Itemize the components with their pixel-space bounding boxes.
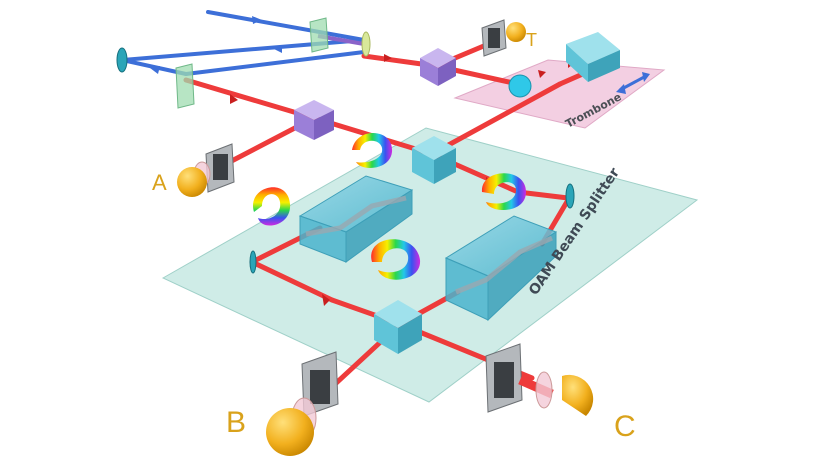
trombone-prism xyxy=(566,32,620,82)
oam-phase-icon-4 xyxy=(371,239,421,280)
label-detector-b: B xyxy=(226,406,246,439)
oam-phase-icon-1 xyxy=(352,132,393,168)
detector-t xyxy=(481,19,526,57)
detector-a xyxy=(177,143,235,197)
trombone-arrow-icon xyxy=(616,72,650,94)
dove-prism-lower xyxy=(444,215,558,322)
label-detector-c: C xyxy=(614,410,636,443)
trombone-ball xyxy=(508,74,532,98)
oam-phase-icon-2 xyxy=(252,187,291,226)
label-detector-t: T xyxy=(526,30,537,50)
blue-beam-arrows xyxy=(150,16,282,74)
purple-cube-left xyxy=(294,100,334,140)
blue-mirror-left xyxy=(116,47,128,73)
label-detector-a: A xyxy=(152,170,167,195)
mirror-right xyxy=(565,183,575,209)
beam-splitter-cube-top xyxy=(412,136,456,184)
detector-b xyxy=(266,351,339,456)
trombone-plate xyxy=(453,59,666,129)
oam-phase-icon-3 xyxy=(481,173,526,211)
mirror-left-bottom xyxy=(249,250,257,274)
wave-plate-2 xyxy=(175,63,195,109)
beam-splitter-cube-bottom xyxy=(374,300,422,354)
lens-top xyxy=(361,31,371,57)
dove-prism-upper xyxy=(298,175,414,263)
detector-c xyxy=(485,343,594,416)
purple-cube-top xyxy=(420,48,456,86)
wave-plate-1 xyxy=(309,17,329,53)
